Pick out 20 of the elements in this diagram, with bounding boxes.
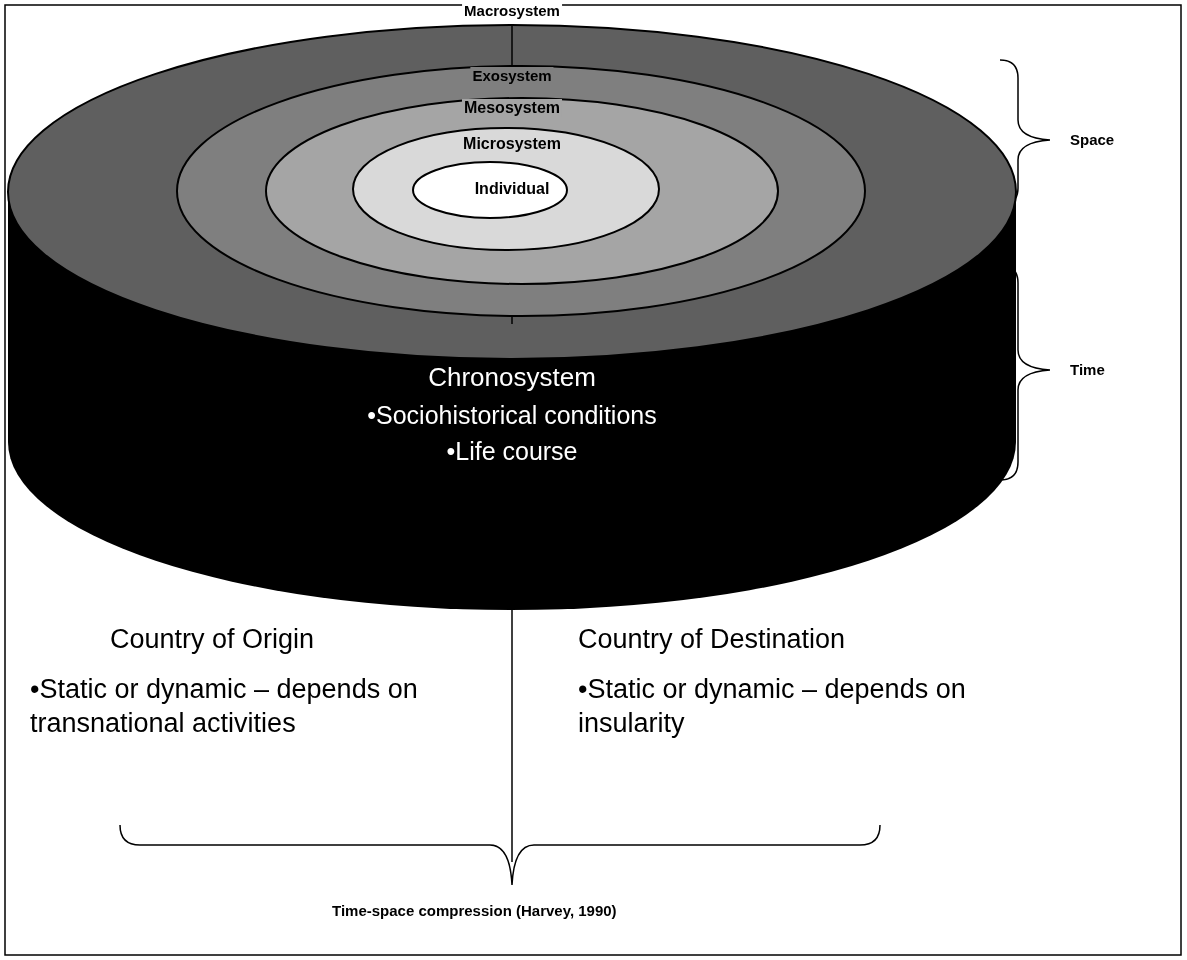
bullet-text: •Life course — [446, 436, 578, 467]
center-ellipse — [412, 161, 568, 219]
bullet-text: •Static or dynamic – depends on insularity — [578, 673, 967, 740]
system-label: Chronosystem — [428, 361, 596, 394]
ring-ellipse — [265, 97, 779, 285]
layer-label: Macrosystem — [462, 2, 562, 20]
axis-label: Space — [1069, 131, 1116, 149]
bullet-text: •Static or dynamic – depends on transnational activities — [30, 673, 419, 740]
layer-label: Exosystem — [470, 67, 554, 85]
bullet-text: •Sociohistorical conditions — [367, 400, 657, 431]
caption: Time-space compression (Harvey, 1990) — [331, 902, 618, 920]
layer-label: Mesosystem — [462, 99, 562, 117]
heading: Country of Destination — [578, 623, 847, 656]
layer-label: Microsystem — [461, 135, 563, 153]
axis-label: Time — [1069, 361, 1106, 379]
cylinder-body — [7, 358, 1017, 610]
ring-ellipse — [176, 65, 866, 317]
ring-ellipse — [352, 127, 660, 251]
outer-disc — [7, 2, 1017, 358]
heading: Country of Origin — [110, 623, 316, 656]
